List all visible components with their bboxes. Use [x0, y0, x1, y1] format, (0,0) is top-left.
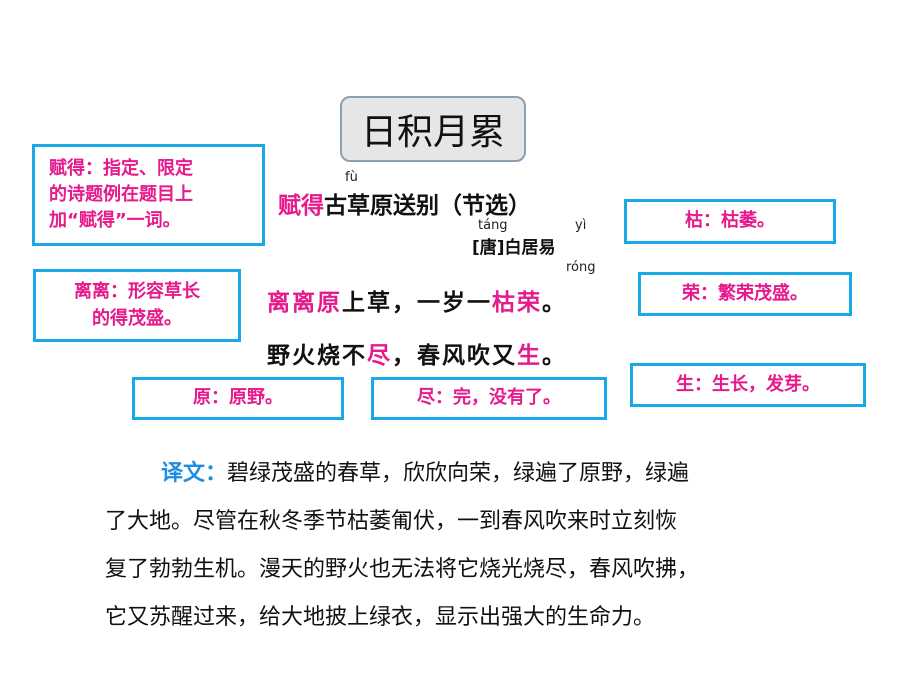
- pinyin-tang: táng: [478, 218, 508, 233]
- section-title: 日积月累: [340, 96, 526, 162]
- poem-line1-part-a: 离离原: [267, 290, 342, 316]
- translation-line-1: 译文：碧绿茂盛的春草，欣欣向荣，绿遍了原野，绿遍: [105, 450, 845, 498]
- translation-line-3: 复了勃勃生机。漫天的野火也无法将它烧光烧尽，春风吹拂，: [105, 557, 700, 582]
- translation-line-2: 了大地。尽管在秋冬季节枯萎匍伏，一到春风吹来时立刻恢: [105, 509, 678, 534]
- note-fude: 赋得：指定、限定 的诗题例在题目上 加“赋得”一词。: [32, 144, 265, 246]
- poem-title-highlight: 赋得: [278, 193, 324, 219]
- note-sheng: 生：生长，发芽。: [630, 363, 866, 407]
- note-ku: 枯：枯萎。: [624, 199, 836, 244]
- pinyin-rong: róng: [566, 260, 596, 275]
- poem-line2-part-a: 野火烧不: [267, 343, 367, 369]
- translation-line-4: 它又苏醒过来，给大地披上绿衣，显示出强大的生命力。: [105, 605, 656, 630]
- note-fude-line3: 加“赋得”一词。: [49, 210, 181, 232]
- translation-label: 译文：: [161, 461, 228, 486]
- pinyin-fu: fù: [345, 170, 358, 185]
- poem-line1-part-d: 。: [542, 290, 567, 316]
- note-yuan: 原：原野。: [132, 377, 344, 420]
- pinyin-yi: yì: [575, 218, 587, 233]
- translation-text-1: 碧绿茂盛的春草，欣欣向荣，绿遍了原野，绿遍: [227, 461, 690, 486]
- note-lili-line1: 离离：形容草长: [74, 281, 200, 303]
- poem-line2-part-c: ，春风吹又: [392, 343, 517, 369]
- poem-line2-part-b: 尽: [367, 343, 392, 369]
- poem-line-1: 离离原上草，一岁一枯荣。: [267, 283, 567, 317]
- poem-line1-part-c: 枯荣: [492, 290, 542, 316]
- poem-line2-part-d: 生: [517, 343, 542, 369]
- note-jin: 尽：完，没有了。: [371, 377, 607, 420]
- note-fude-line2: 的诗题例在题目上: [49, 183, 193, 205]
- note-lili: 离离：形容草长 的得茂盛。: [33, 269, 241, 342]
- note-lili-line2: 的得茂盛。: [92, 307, 182, 329]
- poem-line1-part-b: 上草，一岁一: [342, 290, 492, 316]
- note-fude-line1: 赋得：指定、限定: [49, 157, 193, 179]
- poem-line2-part-e: 。: [542, 343, 567, 369]
- translation-block: 译文：碧绿茂盛的春草，欣欣向荣，绿遍了原野，绿遍 了大地。尽管在秋冬季节枯萎匍伏…: [105, 450, 845, 642]
- poem-title: 赋得古草原送别（节选）: [278, 186, 531, 220]
- note-rong: 荣：繁荣茂盛。: [638, 272, 852, 316]
- poem-author: [唐]白居易: [472, 238, 556, 258]
- poem-title-rest: 古草原送别（节选）: [324, 193, 531, 219]
- poem-line-2: 野火烧不尽，春风吹又生。: [267, 336, 567, 370]
